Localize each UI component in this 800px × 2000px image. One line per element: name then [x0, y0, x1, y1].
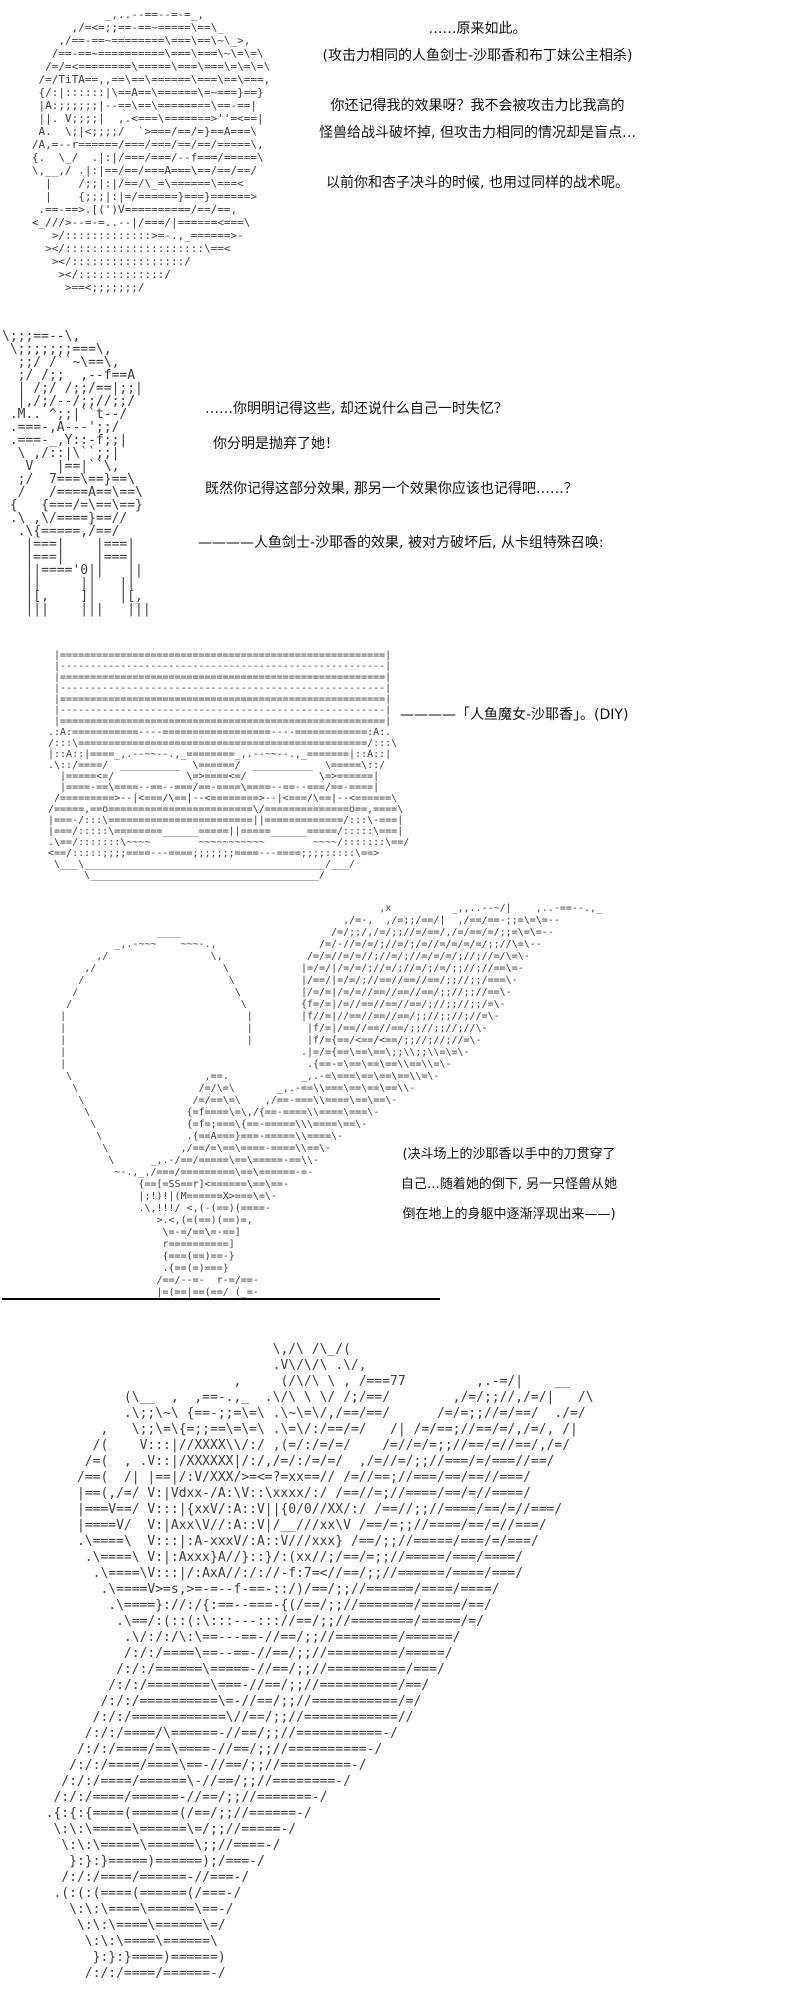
ascii-art-girl-portrait: _,..--==--=-=_, ,/=<=;;==-==~=====\==\_ … — [31, 8, 271, 294]
narration-line: 自己…随着她的倒下, 另一只怪兽从她 — [400, 1177, 618, 1192]
dialogue-line: 怪兽给战斗破坏掉, 但攻击力相同的情况却是盲点… — [319, 125, 636, 141]
dialogue-line: 你还记得我的效果呀？我不会被攻击力比我高的 — [330, 98, 625, 114]
scene-divider-line — [2, 1298, 440, 1300]
dialogue-line: ……原来如此。 — [428, 21, 527, 37]
narration-line: 倒在地上的身躯中逐渐浮现出来——) — [402, 1207, 616, 1222]
dialogue-line: ————人鱼剑士-沙耶香的效果, 被对方破坏后, 从卡组特殊召唤: — [198, 535, 604, 551]
narration-line: (决斗场上的沙耶香以手中的刀贯穿了 — [402, 1147, 616, 1162]
dialogue-line: (攻击力相同的人鱼剑士-沙耶香和布丁妹公主相杀) — [322, 48, 633, 64]
narration-block: (决斗场上的沙耶香以手中的刀贯穿了 自己…随着她的倒下, 另一只怪兽从她 倒在地… — [383, 1140, 635, 1230]
dialogue-line: 以前你和杏子决斗的时候, 也用过同样的战术呢。 — [326, 175, 629, 191]
dialogue-line: 既然你记得这部分效果, 那另一个效果你应该也记得吧……？ — [205, 481, 578, 497]
dialogue-line: ……你明明记得这些, 却还说什么自己一时失忆？ — [205, 401, 508, 417]
ascii-art-winged-monster: ,x _,,..--~/| ,..-==--.,_ ,/=-, ,/=;;/==… — [60, 903, 603, 1298]
ascii-art-girl-side: \;;;==--\, \;;;;;;;===\, ;;/ /``~\==\, ;… — [2, 329, 151, 617]
ascii-art-witch-hat-monster: |=======================================… — [48, 650, 410, 881]
dialogue-line: 你分明是抛弃了她！ — [213, 436, 339, 452]
ascii-art-battle-scene: \,/\ /\_/( .V\/\/\ .\/, , (/\/\ \ , /===… — [45, 1342, 594, 1981]
dialogue-block-1: ……原来如此。 (攻击力相同的人鱼剑士-沙耶香和布丁妹公主相杀) 你还记得我的效… — [305, 16, 650, 197]
card-name-caption: ————「人鱼魔女-沙耶香」。(DIY) — [400, 707, 629, 723]
